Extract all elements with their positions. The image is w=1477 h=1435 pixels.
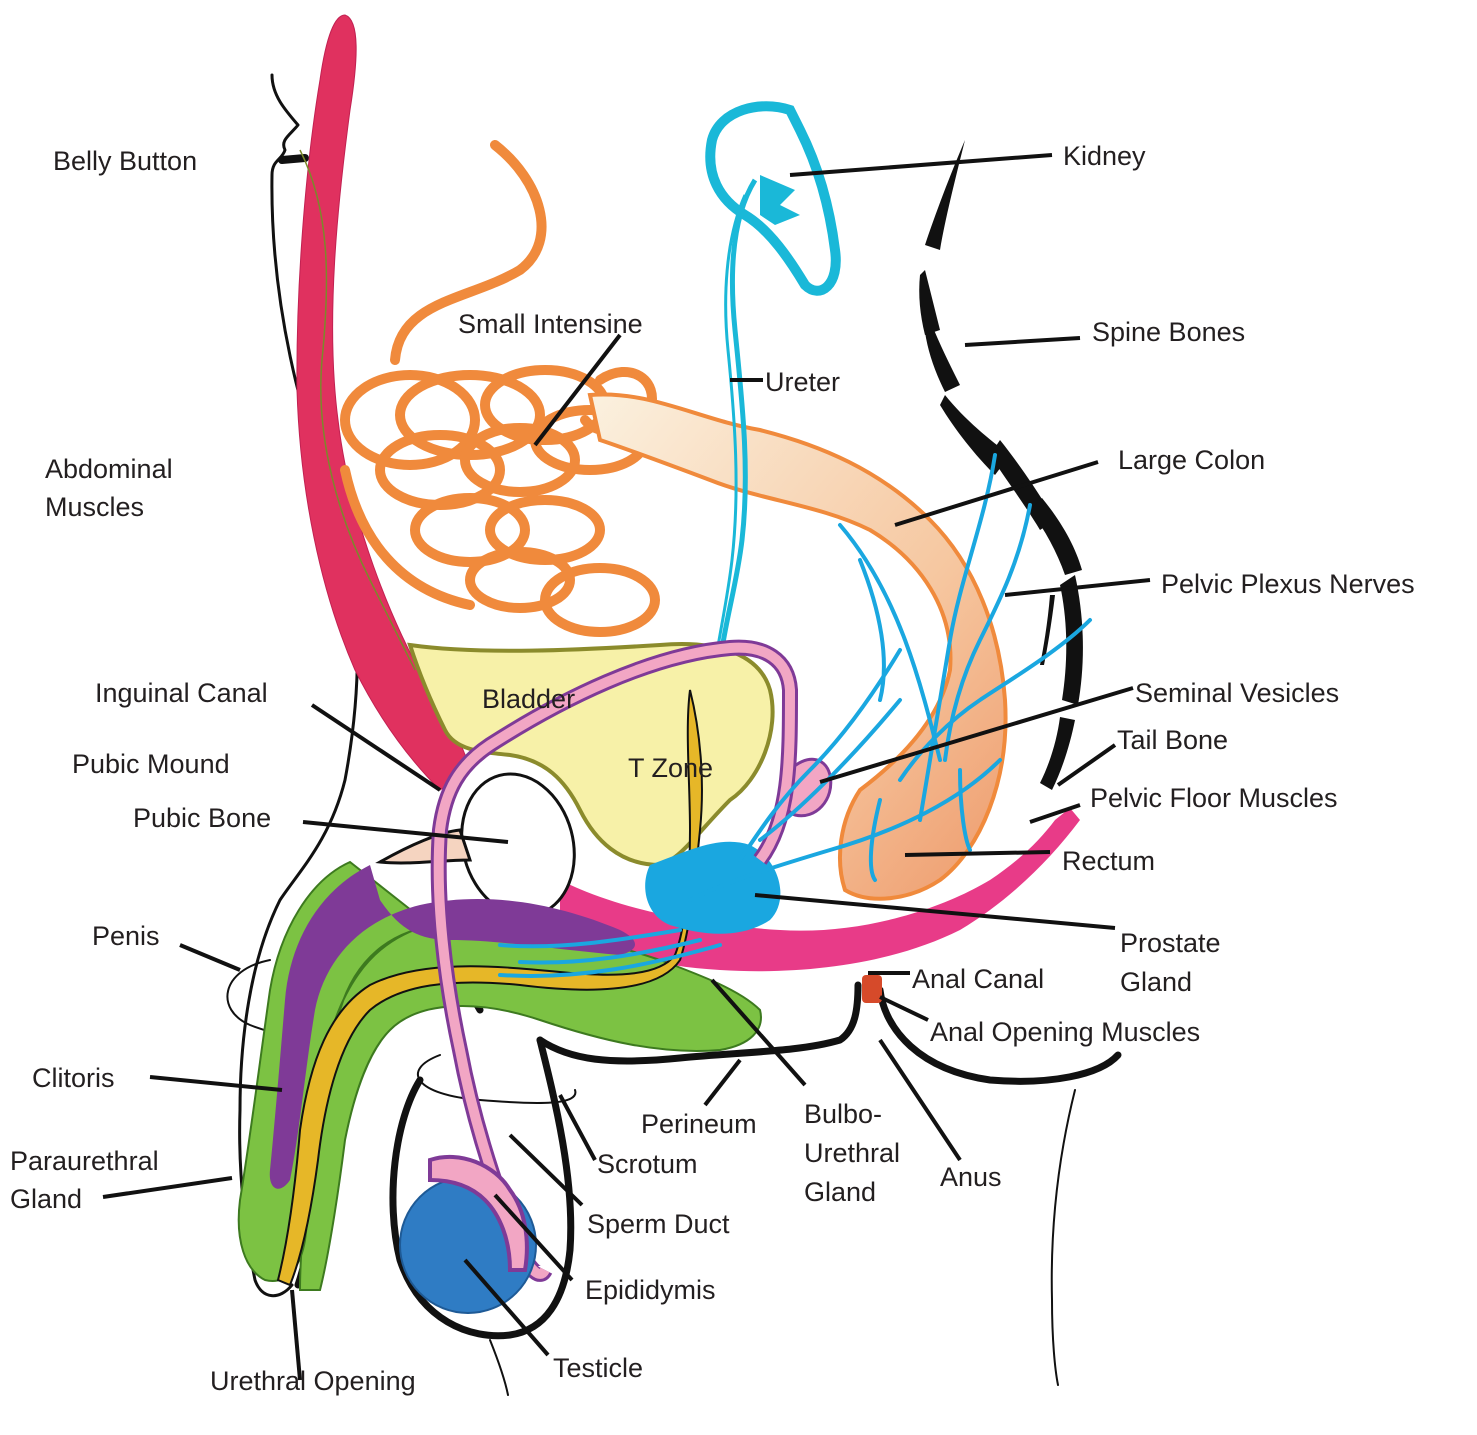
label-large-colon: Large Colon xyxy=(1118,445,1265,475)
label-anus: Anus xyxy=(940,1162,1002,1192)
label-perineum: Perineum xyxy=(641,1109,757,1139)
label-pubic-bone: Pubic Bone xyxy=(133,803,271,833)
label-prostate-gland-1: Prostate xyxy=(1120,928,1221,958)
label-anal-canal: Anal Canal xyxy=(912,964,1044,994)
label-testicle: Testicle xyxy=(553,1353,643,1383)
label-ureter: Ureter xyxy=(765,367,840,397)
anal-opening-muscles xyxy=(862,975,882,1003)
label-tail-bone: Tail Bone xyxy=(1117,725,1228,755)
label-clitoris: Clitoris xyxy=(32,1063,115,1093)
belly-button-notch xyxy=(282,158,305,160)
label-pelvic-floor-muscles: Pelvic Floor Muscles xyxy=(1090,783,1338,813)
label-small-intestine: Small Intensine xyxy=(458,309,643,339)
label-anal-opening-muscles: Anal Opening Muscles xyxy=(930,1017,1200,1047)
label-abdominal-muscles-1: Abdominal xyxy=(45,454,173,484)
label-prostate-gland-2: Gland xyxy=(1120,967,1192,997)
label-urethral-opening: Urethral Opening xyxy=(210,1366,416,1396)
label-bladder: Bladder xyxy=(482,684,575,714)
label-seminal-vesicles: Seminal Vesicles xyxy=(1135,678,1339,708)
label-spine-bones: Spine Bones xyxy=(1092,317,1245,347)
label-epididymis: Epididymis xyxy=(585,1275,716,1305)
thigh-outline xyxy=(1052,1090,1075,1385)
label-bulbo-urethral-gland-3: Gland xyxy=(804,1177,876,1207)
small-intestine xyxy=(345,145,655,632)
scrotum-neck xyxy=(490,1340,508,1395)
label-penis: Penis xyxy=(92,921,160,951)
label-t-zone: T Zone xyxy=(628,753,713,783)
label-scrotum: Scrotum xyxy=(597,1149,698,1179)
label-pelvic-plexus-nerves: Pelvic Plexus Nerves xyxy=(1161,569,1415,599)
label-sperm-duct: Sperm Duct xyxy=(587,1209,730,1239)
label-paraurethral-gland-2: Gland xyxy=(10,1184,82,1214)
label-inguinal-canal: Inguinal Canal xyxy=(95,678,268,708)
label-kidney: Kidney xyxy=(1063,141,1146,171)
label-bulbo-urethral-gland-2: Urethral xyxy=(804,1138,900,1168)
label-paraurethral-gland-1: Paraurethral xyxy=(10,1146,159,1176)
kidney-pelvis xyxy=(760,175,800,225)
labels: Belly Button Abdominal Muscles Inguinal … xyxy=(10,141,1415,1396)
label-bulbo-urethral-gland-1: Bulbo- xyxy=(804,1099,882,1129)
label-rectum: Rectum xyxy=(1062,846,1155,876)
label-belly-button: Belly Button xyxy=(53,146,197,176)
label-abdominal-muscles-2: Muscles xyxy=(45,492,144,522)
label-pubic-mound: Pubic Mound xyxy=(72,749,230,779)
